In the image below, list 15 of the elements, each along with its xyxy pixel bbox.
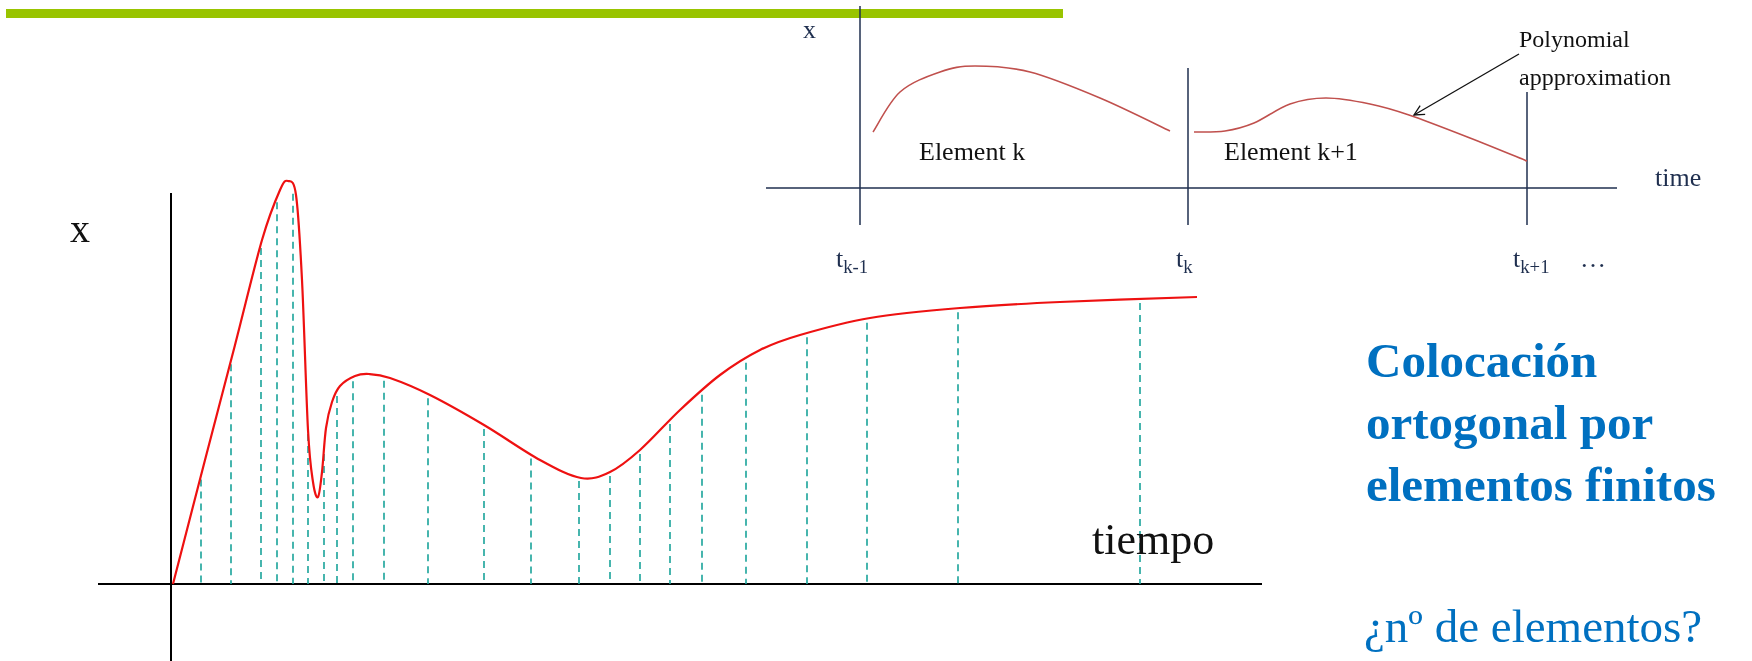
callout-text: Polynomial appproximation bbox=[1519, 20, 1699, 97]
axis-label: Element k+1 bbox=[1224, 136, 1358, 168]
leader-arrow bbox=[1413, 53, 1520, 116]
axis-label: t$_{k-1}$ bbox=[836, 243, 869, 279]
axis-label: ¿nº de elementos? bbox=[1364, 599, 1703, 654]
axis-label: x bbox=[70, 205, 90, 253]
axis-label: x bbox=[803, 14, 816, 46]
axis-label: t$_{k+1}$ bbox=[1513, 243, 1550, 279]
curve bbox=[1193, 97, 1528, 162]
axis-label: tiempo bbox=[1092, 514, 1215, 566]
axis-label: Element k bbox=[919, 136, 1026, 168]
axis-label: t$_{k}$ bbox=[1176, 243, 1193, 279]
axis-label: … bbox=[1580, 243, 1606, 275]
heading: Colocación ortogonal por elementos finitos bbox=[1366, 332, 1717, 515]
axis-label: time bbox=[1655, 162, 1702, 194]
